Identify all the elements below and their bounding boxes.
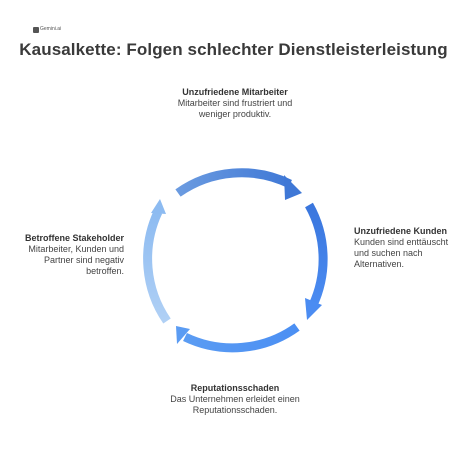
page-title: Kausalkette: Folgen schlechter Dienstlei… [19, 40, 448, 59]
step-heading: Unzufriedene Kunden [354, 226, 448, 236]
arrow-right-icon [305, 298, 322, 320]
arc-left [143, 210, 171, 324]
step-heading: Unzufriedene Mitarbeiter [182, 87, 288, 97]
logo-mark-icon [33, 27, 39, 33]
step-description: Mitarbeiter sind frustriert und weniger … [177, 98, 293, 119]
step-block-employees: Unzufriedene Mitarbeiter Mitarbeiter sin… [175, 87, 295, 120]
arc-bottom [183, 323, 300, 353]
step-block-reputation: Reputationsschaden Das Unternehmen erlei… [170, 383, 300, 416]
step-heading: Reputationsschaden [190, 383, 280, 393]
step-description: Das Unternehmen erleidet einen Reputatio… [170, 394, 300, 415]
step-block-stakeholders: Betroffene Stakeholder Mitarbeiter, Kund… [14, 233, 124, 277]
logo-text: Gemini.ai [40, 26, 62, 32]
step-heading: Betroffene Stakeholder [24, 233, 124, 243]
step-description: Mitarbeiter, Kunden und Partner sind neg… [28, 244, 124, 276]
step-block-customers: Unzufriedene Kunden Kunden sind enttäusc… [354, 226, 464, 270]
arrow-left-icon [151, 199, 166, 214]
arrow-bottom-icon [176, 326, 190, 344]
arc-right [305, 202, 328, 307]
arc-top [175, 168, 292, 197]
logo: Gemini.ai [33, 26, 61, 33]
arrow-top-icon [284, 175, 302, 200]
step-description: Kunden sind enttäuscht und suchen nach A… [354, 237, 449, 269]
